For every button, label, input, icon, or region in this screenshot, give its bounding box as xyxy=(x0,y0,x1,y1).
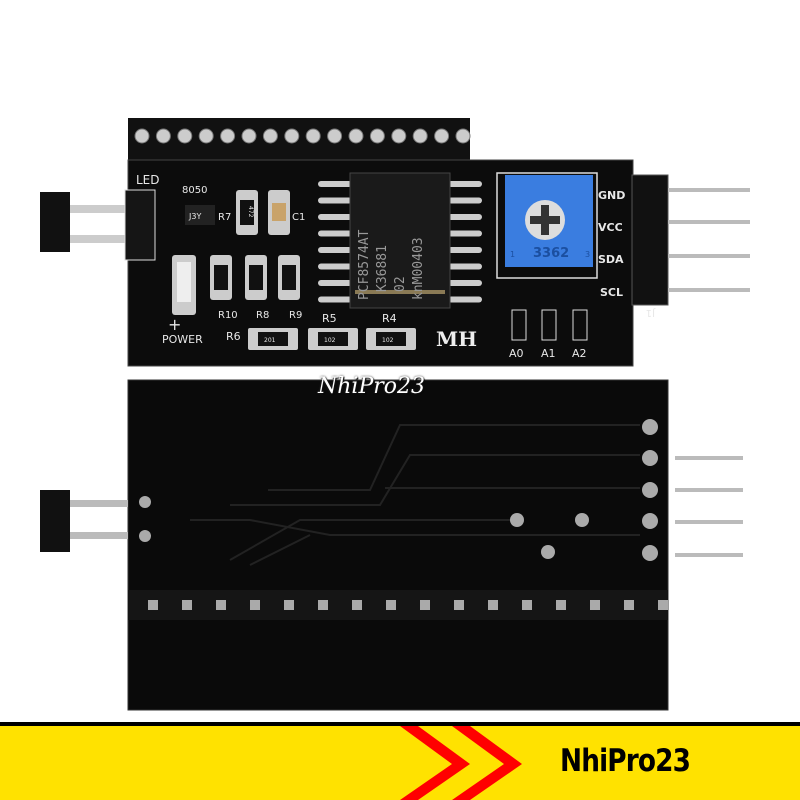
i2c-pin xyxy=(675,553,743,557)
header-pin xyxy=(522,600,532,610)
header-pin xyxy=(220,128,236,144)
header-pin xyxy=(434,128,450,144)
header-pin xyxy=(134,128,150,144)
label-r7: R7 xyxy=(218,212,231,223)
board-front: LED 8050 J3Y R7 472 C1 R10 R8 R9 + POWER… xyxy=(40,118,750,367)
header-pin xyxy=(412,128,428,144)
header-pin xyxy=(305,128,321,144)
board-back xyxy=(40,379,743,711)
r4-value: 102 xyxy=(382,337,394,344)
i2c-pin xyxy=(668,188,750,192)
jumper-cap xyxy=(40,192,70,252)
header-pin xyxy=(420,600,430,610)
r6-value: 201 xyxy=(264,337,276,344)
header-pin xyxy=(488,600,498,610)
header-pin xyxy=(391,128,407,144)
header-pin xyxy=(148,600,158,610)
label-r5: R5 xyxy=(322,312,337,325)
label-a2: A2 xyxy=(572,347,587,360)
i2c-pin xyxy=(668,254,750,258)
pot-code: 3362 xyxy=(533,246,569,261)
label-vcc: VCC xyxy=(598,221,623,234)
header-pin xyxy=(177,128,193,144)
pcb-back xyxy=(127,379,669,711)
label-r8: R8 xyxy=(256,310,269,321)
chip-part-number: PCF8574AT xyxy=(357,229,372,300)
label-scl: SCL xyxy=(600,286,623,299)
label-j1: J1 xyxy=(646,307,656,318)
header-pin xyxy=(348,128,364,144)
label-c1: C1 xyxy=(292,212,305,223)
header-pin xyxy=(250,600,260,610)
header-pin xyxy=(658,600,668,610)
i2c-pin xyxy=(675,488,743,492)
header-pin xyxy=(386,600,396,610)
label-plus: + xyxy=(168,315,181,334)
label-mh: MH xyxy=(436,327,477,351)
pcf8574-chip xyxy=(349,172,451,309)
header-pin xyxy=(454,600,464,610)
pot-pin1: 1 xyxy=(510,250,515,259)
header-pin xyxy=(284,600,294,610)
label-8050: 8050 xyxy=(182,185,207,196)
label-a0: A0 xyxy=(509,347,524,360)
label-gnd: GND xyxy=(598,189,625,202)
label-a1: A1 xyxy=(541,347,556,360)
i2c-pin xyxy=(675,456,743,460)
header-pin xyxy=(327,128,343,144)
header-pin xyxy=(198,128,214,144)
i2c-header xyxy=(631,174,669,306)
header-pin xyxy=(182,600,192,610)
brand-name: NhiPro23 xyxy=(560,743,691,779)
chevron-icon xyxy=(400,726,522,800)
header-pin xyxy=(241,128,257,144)
header-pin xyxy=(624,600,634,610)
label-j3y: J3Y xyxy=(188,212,201,221)
header-pin xyxy=(590,600,600,610)
header-pin xyxy=(318,600,328,610)
header-pin xyxy=(352,600,362,610)
header-pin xyxy=(284,128,300,144)
header-pin xyxy=(155,128,171,144)
label-r9: R9 xyxy=(289,310,302,321)
i2c-pin xyxy=(668,288,750,292)
label-r10: R10 xyxy=(218,310,238,321)
chip-date: knM00403 xyxy=(411,237,426,300)
r7-value: 472 xyxy=(247,206,254,218)
label-r6: R6 xyxy=(226,330,241,343)
i2c-pin xyxy=(675,520,743,524)
header-pin xyxy=(262,128,278,144)
header-pin xyxy=(216,600,226,610)
chip-lot: K36881 xyxy=(375,245,390,292)
label-led: LED xyxy=(136,173,160,187)
label-r4: R4 xyxy=(382,312,397,325)
r5-value: 102 xyxy=(324,337,336,344)
header-pin xyxy=(369,128,385,144)
pot-pin3: 3 xyxy=(585,250,590,259)
i2c-pin xyxy=(668,220,750,224)
watermark: NhiPro23 xyxy=(318,374,426,399)
label-sda: SDA xyxy=(598,253,624,266)
brand-banner: NhiPro23 xyxy=(0,723,800,800)
header-pin xyxy=(556,600,566,610)
label-power: POWER xyxy=(162,333,203,346)
header-pin xyxy=(455,128,471,144)
chip-code: 02 xyxy=(393,276,408,292)
